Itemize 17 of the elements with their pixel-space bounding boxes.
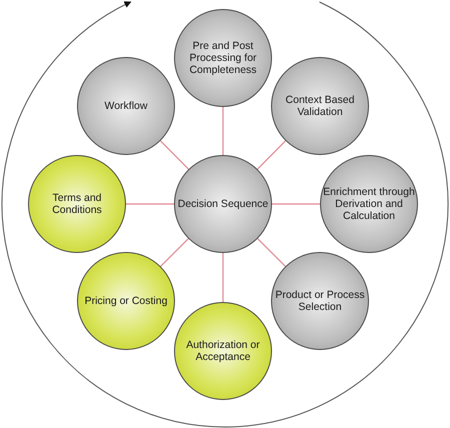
- node-label: Enrichment through Derivation and Calculation: [323, 186, 415, 222]
- node-label: Pre and Post Processing for Completeness: [188, 40, 258, 76]
- connector-line: [257, 238, 286, 267]
- connector-line: [160, 238, 189, 267]
- connector-line: [222, 107, 224, 155]
- connector-line: [222, 253, 224, 302]
- node-label: Workflow: [104, 100, 148, 112]
- node-label: Terms and Conditions: [51, 192, 103, 216]
- node-label: Context Based Validation: [284, 94, 356, 118]
- node-label: Pricing or Costing: [84, 295, 168, 307]
- node-label: Authorization or Acceptance: [185, 339, 261, 363]
- connector-line: [160, 140, 189, 170]
- node-label: Decision Sequence: [177, 198, 269, 210]
- connector-line: [126, 203, 174, 205]
- connector-line: [272, 203, 320, 205]
- connector-line: [257, 140, 286, 170]
- node-label: Product or Process Selection: [274, 289, 366, 313]
